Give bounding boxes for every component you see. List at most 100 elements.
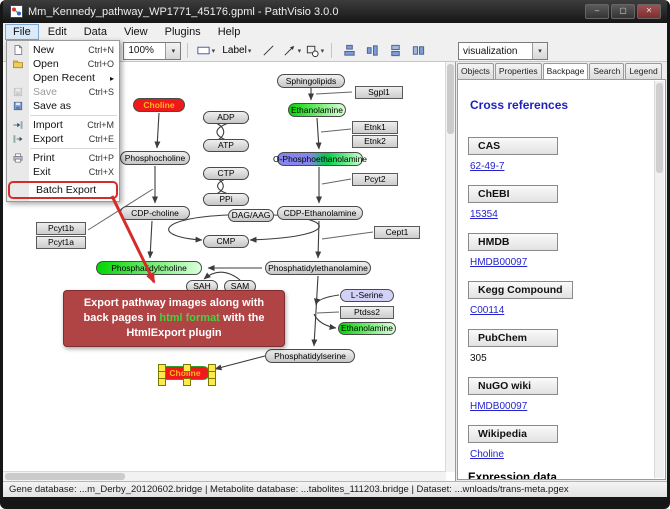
pathway-node-ppi[interactable]: PPi: [203, 193, 249, 206]
menu-edit[interactable]: Edit: [47, 25, 67, 38]
pathway-node-sgpl1[interactable]: Sgpl1: [355, 86, 403, 99]
pathway-node-cept1[interactable]: Cept1: [374, 226, 420, 239]
pathway-node-ptdss2[interactable]: Ptdss2: [340, 306, 394, 319]
xref-link[interactable]: HMDB00097: [470, 257, 528, 268]
minimize-button[interactable]: –: [585, 4, 609, 19]
statusbar-text: Gene database: ...m_Derby_20120602.bridg…: [3, 481, 667, 497]
zoom-dropdown-arrow-icon[interactable]: ▾: [165, 42, 181, 59]
pathway-node-pcyt1b[interactable]: Pcyt1b: [36, 222, 86, 235]
save-icon: [7, 85, 29, 99]
pathway-node-phosphatidylethanolamine[interactable]: Phosphatidylethanolamine: [265, 261, 371, 275]
pathway-node-ctp[interactable]: CTP: [203, 167, 249, 180]
pathway-node-choline[interactable]: Choline: [133, 98, 185, 112]
window-title: Mm_Kennedy_pathway_WP1771_45176.gpml - P…: [28, 5, 339, 18]
scrollbar-thumb[interactable]: [447, 64, 454, 134]
selection-handle[interactable]: [208, 378, 216, 386]
node-label: Ptdss2: [354, 307, 380, 318]
node-label: CTP: [217, 168, 235, 179]
tab-objects[interactable]: Objects: [457, 63, 494, 79]
zoom-select[interactable]: 100% ▾: [123, 41, 182, 60]
shape-tool-icon[interactable]: ▾: [303, 40, 325, 61]
pathway-node-pcyt2[interactable]: Pcyt2: [352, 173, 398, 186]
pathway-node-phosphocholine[interactable]: Phosphocholine: [120, 151, 190, 165]
menu-item-label: Open Recent: [33, 72, 95, 84]
node-label: Pcyt1a: [48, 237, 74, 248]
pathway-canvas[interactable]: Export pathway images along with back pa…: [3, 62, 455, 481]
file-menu-item-open-recent[interactable]: Open Recent▸: [7, 71, 119, 85]
stack-horizontal-icon[interactable]: [407, 40, 429, 61]
pathway-node-etnk1[interactable]: Etnk1: [352, 121, 398, 134]
menu-data[interactable]: Data: [83, 25, 107, 38]
pathway-node-sphingolipids[interactable]: Sphingolipids: [277, 74, 345, 88]
tab-properties[interactable]: Properties: [494, 63, 542, 79]
pathway-node-dag-aag[interactable]: DAG/AAG: [228, 209, 274, 222]
xref-value: 305: [470, 353, 487, 364]
pathway-node-ethanolamine[interactable]: Ethanolamine: [288, 103, 346, 117]
pathway-node-l-serine[interactable]: L-Serine: [340, 289, 394, 302]
file-menu-item-save-as[interactable]: Save as: [7, 99, 119, 113]
pathway-node-ethanolamine[interactable]: Ethanolamine: [338, 322, 396, 335]
file-menu-item-batch-export[interactable]: Batch Export: [10, 183, 116, 197]
menu-plugins[interactable]: Plugins: [164, 25, 201, 38]
scrollbar-thumb[interactable]: [656, 83, 663, 173]
xref-source-name: ChEBI: [468, 185, 558, 203]
node-label: CDP-choline: [131, 207, 179, 218]
xref-link[interactable]: HMDB00097: [470, 401, 528, 412]
menu-view[interactable]: View: [123, 25, 148, 38]
scrollbar-thumb[interactable]: [5, 473, 125, 480]
node-label: Sgpl1: [368, 87, 390, 98]
app-icon: [10, 5, 23, 18]
xref-link[interactable]: Choline: [470, 449, 504, 460]
menu-item-label: Import: [33, 119, 63, 131]
align-middle-icon[interactable]: [361, 40, 383, 61]
arrow-tool-icon[interactable]: ▾: [280, 40, 302, 61]
node-label: SAM: [230, 281, 250, 292]
xref-link[interactable]: 62-49-7: [470, 161, 505, 172]
callout-text: with the HtmlExport plugin: [126, 312, 265, 339]
pathway-node-cdp-ethanolamine[interactable]: CDP-Ethanolamine: [277, 206, 363, 220]
canvas-vertical-scrollbar[interactable]: [445, 62, 455, 472]
xref-link[interactable]: C00114: [470, 305, 505, 316]
label-tool-icon[interactable]: Label▾: [222, 45, 252, 56]
pathway-node-atp[interactable]: ATP: [203, 139, 249, 152]
selection-handle[interactable]: [183, 378, 191, 386]
align-center-icon[interactable]: [338, 40, 360, 61]
pathway-node-etnk2[interactable]: Etnk2: [352, 135, 398, 148]
selection-handle[interactable]: [183, 364, 191, 372]
xref-link[interactable]: 15354: [470, 209, 498, 220]
line-tool-icon[interactable]: [257, 40, 279, 61]
menu-help[interactable]: Help: [217, 25, 241, 38]
visualization-select[interactable]: visualization ▾: [458, 42, 548, 60]
menu-file[interactable]: File: [5, 23, 39, 40]
stack-vertical-icon[interactable]: [384, 40, 406, 61]
maximize-button[interactable]: ▢: [611, 4, 635, 19]
selection-handle[interactable]: [158, 378, 166, 386]
pathway-node-choline[interactable]: Choline: [158, 364, 216, 386]
tab-backpage[interactable]: Backpage: [542, 63, 589, 79]
pathway-node-o-phosphoethanolamine[interactable]: O-Phosphoethanolamine: [273, 152, 367, 166]
pathway-node-adp[interactable]: ADP: [203, 111, 249, 124]
canvas-horizontal-scrollbar[interactable]: [3, 471, 446, 481]
datanode-tool-icon[interactable]: ▾: [194, 40, 216, 61]
menu-item-label: Print: [33, 152, 55, 164]
visualization-dropdown-arrow-icon[interactable]: ▾: [532, 43, 547, 59]
menu-item-icon-empty: [7, 165, 29, 179]
pathway-node-pcyt1a[interactable]: Pcyt1a: [36, 236, 86, 249]
pathway-node-phosphatidylserine[interactable]: Phosphatidylserine: [265, 349, 355, 363]
tab-legend[interactable]: Legend: [625, 63, 662, 79]
node-label: Pcyt2: [364, 174, 386, 185]
pathway-node-cdp-choline[interactable]: CDP-choline: [120, 206, 190, 220]
pathway-node-phosphatidylcholine[interactable]: Phosphatidylcholine: [96, 261, 202, 275]
tab-search[interactable]: Search: [589, 63, 625, 79]
pathway-node-cmp[interactable]: CMP: [203, 235, 249, 248]
close-button[interactable]: ✕: [637, 4, 661, 19]
sidebar-scrollbar[interactable]: [654, 81, 664, 478]
